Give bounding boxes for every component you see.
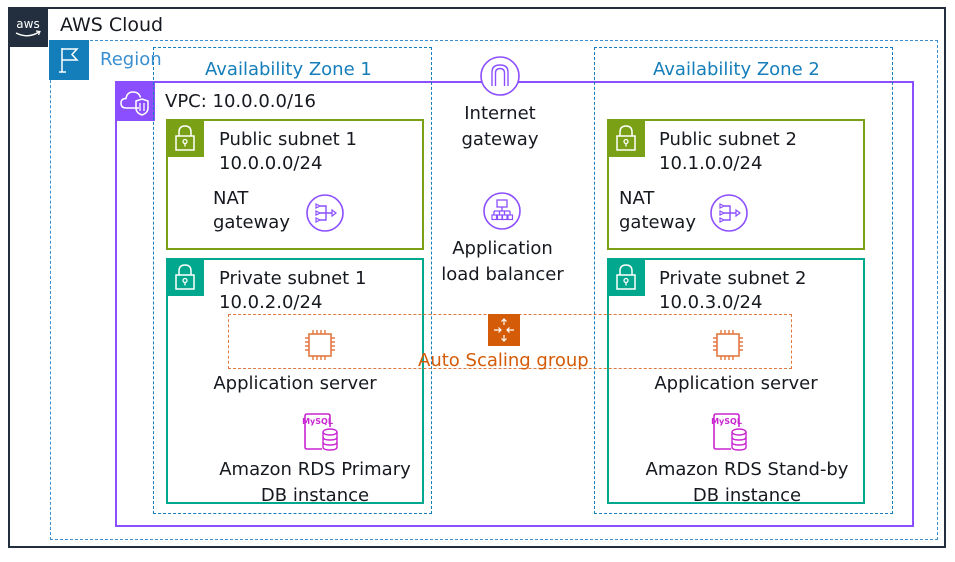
private-subnet-1 — [166, 258, 424, 504]
rds-mysql-icon: MySQL — [709, 411, 749, 453]
private-subnet-1-cidr: 10.0.2.0/24 — [219, 292, 323, 313]
internet-gateway-icon — [479, 55, 521, 97]
aws-logo-icon: aws — [8, 7, 48, 47]
public-subnet-1 — [166, 119, 424, 250]
aws-cloud-group — [8, 7, 946, 548]
application-load-balancer-icon — [482, 191, 522, 231]
rds-primary-label-line2: DB instance — [260, 485, 370, 506]
ec2-instance-icon — [301, 326, 339, 364]
application-server-1-label: Application server — [213, 373, 377, 394]
rds-standby-label: Amazon RDS Stand-by DB instance — [617, 457, 877, 509]
private-subnet-2-cidr: 10.0.3.0/24 — [659, 292, 763, 313]
nat-gateway-1-label-line1: NAT — [213, 188, 249, 209]
nat-gateway-icon — [305, 193, 345, 233]
svg-text:aws: aws — [16, 17, 39, 31]
nat-gateway-2-label-line1: NAT — [619, 188, 655, 209]
public-subnet-2-name: Public subnet 2 — [659, 129, 797, 150]
nat-gateway-1-label: NAT gateway — [213, 187, 290, 235]
private-subnet-2 — [607, 258, 865, 504]
rds-mysql-icon: MySQL — [300, 411, 340, 453]
application-load-balancer-label: Application load balancer — [430, 236, 575, 288]
aws-cloud-label: AWS Cloud — [60, 14, 164, 36]
availability-zone-2 — [594, 47, 893, 514]
lock-icon — [166, 119, 204, 157]
vpc-cloud-shield-icon — [115, 81, 155, 121]
load-balancer-label-line1: Application — [452, 238, 553, 259]
private-subnet-1-title: Private subnet 1 10.0.2.0/24 — [219, 267, 366, 315]
public-subnet-1-cidr: 10.0.0.0/24 — [219, 153, 323, 174]
rds-primary-label-line1: Amazon RDS Primary — [219, 459, 411, 480]
public-subnet-2 — [607, 119, 865, 250]
svg-text:MySQL: MySQL — [302, 417, 333, 426]
rds-standby-label-line1: Amazon RDS Stand-by — [645, 459, 849, 480]
public-subnet-1-name: Public subnet 1 — [219, 129, 357, 150]
auto-scaling-icon — [488, 314, 520, 346]
internet-gateway-label-line2: gateway — [461, 129, 539, 150]
internet-gateway-label-line1: Internet — [464, 103, 536, 124]
public-subnet-2-title: Public subnet 2 10.1.0.0/24 — [659, 128, 797, 176]
nat-gateway-2-label-line2: gateway — [619, 212, 696, 233]
public-subnet-1-title: Public subnet 1 10.0.0.0/24 — [219, 128, 357, 176]
region-group — [50, 40, 938, 540]
availability-zone-1-label: Availability Zone 1 — [205, 59, 372, 80]
vpc-label: VPC: 10.0.0.0/16 — [165, 91, 316, 112]
rds-standby-label-line2: DB instance — [692, 485, 802, 506]
region-flag-icon — [49, 40, 89, 80]
availability-zone-1 — [153, 47, 432, 514]
nat-gateway-2-label: NAT gateway — [619, 187, 696, 235]
availability-zone-2-label: Availability Zone 2 — [653, 59, 820, 80]
ec2-instance-icon — [709, 326, 747, 364]
svg-text:MySQL: MySQL — [711, 417, 742, 426]
public-subnet-2-cidr: 10.1.0.0/24 — [659, 153, 763, 174]
private-subnet-1-name: Private subnet 1 — [219, 268, 367, 289]
application-server-2-label: Application server — [654, 373, 818, 394]
private-subnet-2-title: Private subnet 2 10.0.3.0/24 — [659, 267, 806, 315]
lock-icon — [166, 258, 204, 296]
auto-scaling-group-label: Auto Scaling group — [418, 350, 589, 371]
nat-gateway-1-label-line2: gateway — [213, 212, 290, 233]
lock-icon — [607, 258, 645, 296]
lock-icon — [607, 119, 645, 157]
internet-gateway-label: Internet gateway — [440, 101, 560, 153]
rds-primary-label: Amazon RDS Primary DB instance — [180, 457, 450, 509]
load-balancer-label-line2: load balancer — [441, 264, 564, 285]
nat-gateway-icon — [709, 193, 749, 233]
private-subnet-2-name: Private subnet 2 — [659, 268, 807, 289]
region-label: Region — [100, 49, 162, 70]
